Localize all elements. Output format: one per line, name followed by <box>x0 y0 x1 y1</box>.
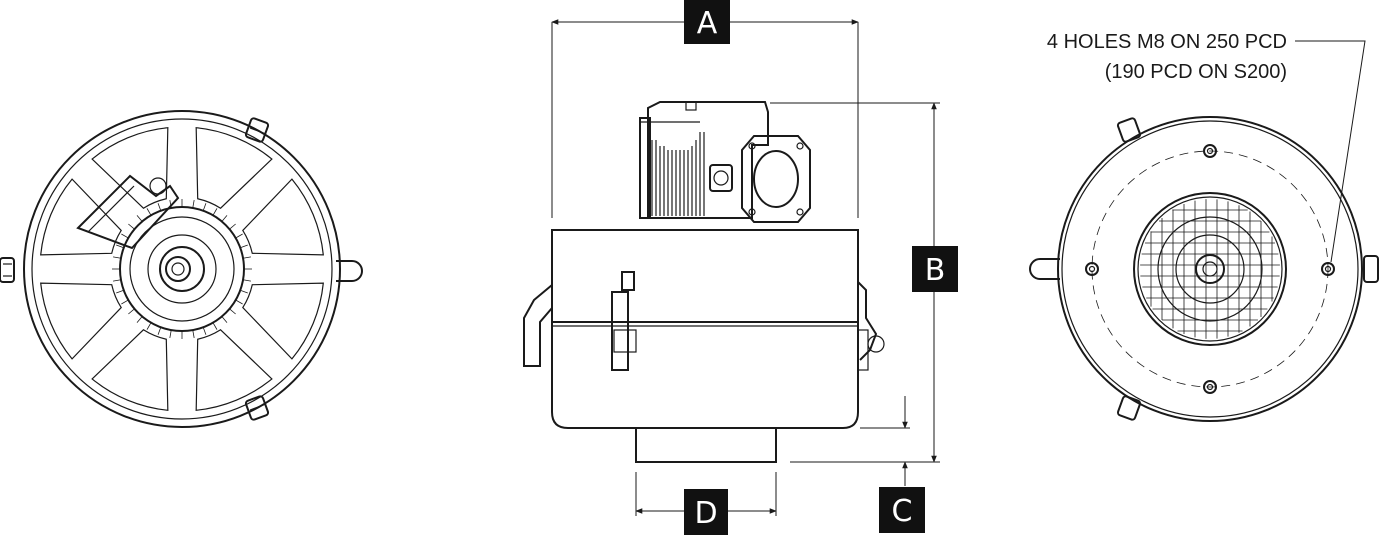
dimension-label-d-text: D <box>694 496 717 531</box>
dimension-label-c: C <box>879 487 925 533</box>
dimension-label-b-text: B <box>925 253 946 288</box>
side-view <box>523 101 885 463</box>
hub-fins <box>112 199 252 339</box>
inlet-grille <box>1140 199 1280 339</box>
holes-note-line2: (190 PCD ON S200) <box>1105 61 1287 83</box>
mounting-holes <box>1085 144 1335 394</box>
dimension-label-a-text: A <box>697 6 718 41</box>
dimension-label-c-text: C <box>892 494 913 529</box>
bottom-view <box>1029 40 1379 422</box>
clamp-bottom <box>244 395 270 421</box>
dimension-lines <box>551 19 940 516</box>
dimension-label-a: A <box>684 0 730 44</box>
dimension-label-b: B <box>912 246 958 292</box>
holes-note-line1: 4 HOLES M8 ON 250 PCD <box>1047 31 1287 53</box>
clamp-left <box>0 257 15 283</box>
top-view <box>0 110 363 428</box>
clamp-top <box>244 117 270 143</box>
dimension-label-d: D <box>684 489 728 535</box>
motor-fins <box>651 132 705 216</box>
impeller-spokes <box>40 127 324 411</box>
